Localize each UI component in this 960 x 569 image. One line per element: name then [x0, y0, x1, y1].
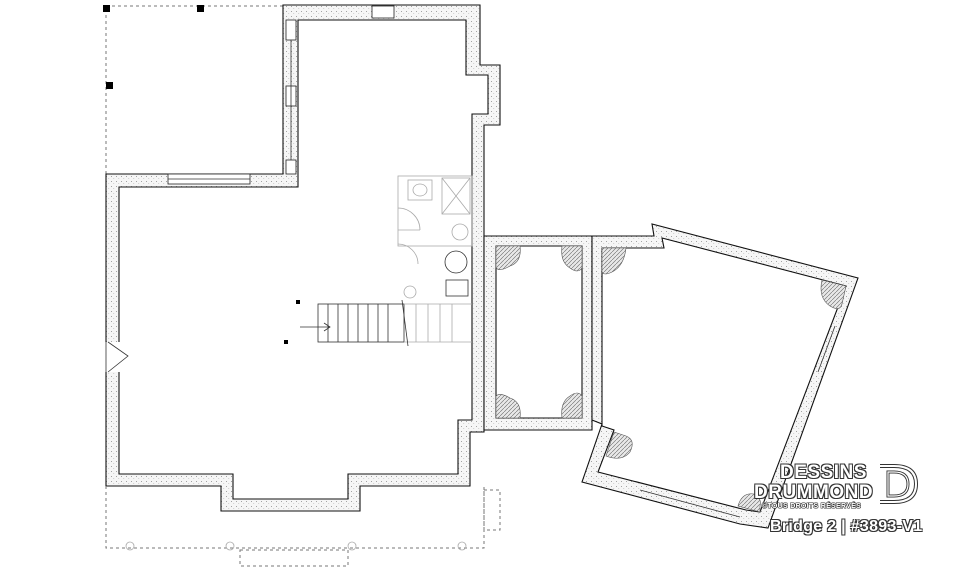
plan-caption: Bridge 2 | #3893-V1	[770, 518, 923, 535]
porch-post	[103, 5, 110, 12]
bathroom-fixtures	[397, 175, 473, 247]
porch-column	[125, 541, 135, 551]
main-foundation	[105, 4, 501, 512]
furnace	[445, 279, 469, 297]
side-door	[104, 341, 129, 373]
window	[285, 19, 297, 41]
front-porch	[105, 486, 501, 567]
window	[285, 159, 297, 175]
utility-equipment	[397, 243, 469, 299]
copyright-notice: ©TOUS DROITS RÉSERVÉS	[762, 503, 862, 510]
sink	[407, 179, 433, 201]
upper-porch	[103, 5, 287, 175]
windows	[167, 5, 395, 185]
shower	[441, 177, 471, 215]
brand-name-line2: DRUMMOND	[754, 482, 874, 503]
porch-column	[457, 541, 467, 551]
watermark-brand: DESSINS DRUMMOND ©TOUS DROITS RÉSERVÉS	[752, 462, 952, 522]
porch-column	[225, 541, 235, 551]
brand-name-line1: DESSINS	[780, 462, 867, 483]
garage-wing	[581, 223, 859, 529]
porch-post	[197, 5, 204, 12]
staircase	[284, 299, 472, 347]
porch-column	[347, 541, 357, 551]
crawl-space-middle	[483, 235, 593, 431]
dd-monogram-icon	[880, 464, 919, 504]
window	[371, 5, 395, 19]
water-heater	[444, 250, 468, 274]
porch-post	[106, 82, 113, 89]
